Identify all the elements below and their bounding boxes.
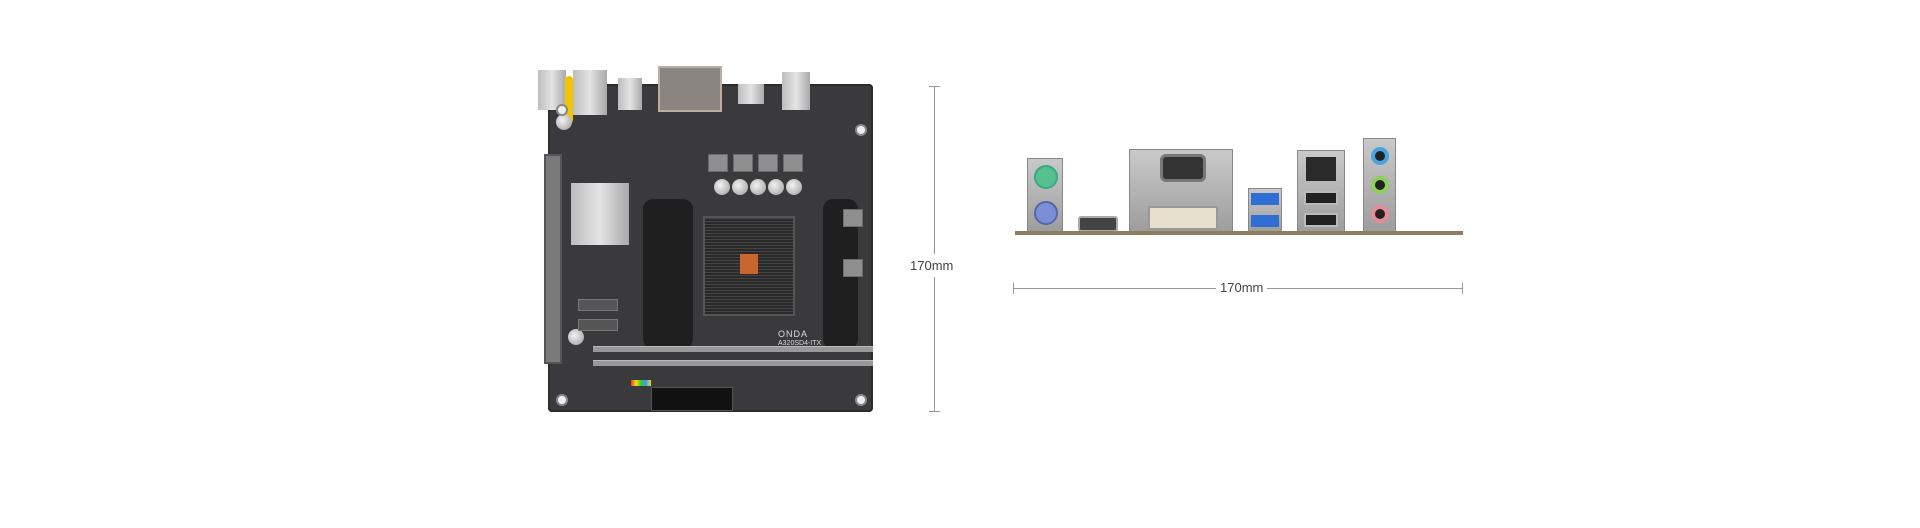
hdmi-port [1078,216,1118,232]
io-board-edge [1015,231,1463,235]
chipset-heatsink [571,183,629,245]
capacitor [786,179,802,195]
ps2-mouse-port [1034,165,1058,189]
audio-line-in-jack [1371,147,1389,165]
front-panel-header [631,380,651,386]
ruler-tick [1462,283,1463,294]
capacitor [568,329,584,345]
capacitor [750,179,766,195]
io-usb-lan-port [782,72,810,110]
usb2-port [1304,191,1338,205]
usb2-port [1304,213,1338,227]
io-audio-block [573,70,607,115]
usb3-port [1251,215,1279,227]
audio-block [1363,138,1396,233]
ruler-tick [929,411,940,412]
dimm-slot-2 [593,360,873,366]
choke [843,209,863,227]
battery-holder [565,76,573,124]
m2-slot [578,299,618,311]
dvi-port [1148,206,1218,230]
choke [783,154,803,172]
ps2-keyboard-port [1034,201,1058,225]
usb3-port [1251,193,1279,205]
cpu-bracket-left [643,199,693,349]
height-label: 170mm [908,254,956,277]
width-label: 170mm [1216,280,1268,295]
usb3-block [1248,188,1282,233]
audio-mic-jack [1371,205,1389,223]
ruler-tick [929,86,940,87]
mounting-hole [855,394,867,406]
vga-dvi-block [1129,149,1233,233]
motherboard-image: ONDA A320SD4-ITX [538,66,873,412]
choke [708,154,728,172]
io-hdmi-port [738,84,764,104]
io-usb-port [618,78,642,110]
choke [758,154,778,172]
lan-port [1306,157,1336,181]
board-model-label: A320SD4-ITX [778,340,822,347]
capacitor [768,179,784,195]
mounting-hole [556,394,568,406]
mounting-hole [556,104,568,116]
io-vga-port [658,66,722,112]
capacitor [732,179,748,195]
capacitor [714,179,730,195]
vga-port [1160,154,1206,182]
dimm-slot-1 [593,346,873,352]
cpu-socket-center [740,254,758,274]
mounting-hole [855,124,867,136]
board-brand-logo: ONDA [778,329,809,339]
cpu-socket [703,216,795,316]
capacitor [556,114,572,130]
choke [733,154,753,172]
choke [843,259,863,277]
lan-usb-block [1297,150,1345,233]
height-ruler [934,86,935,412]
ps2-port-block [1027,158,1063,233]
m2-slot [578,319,618,331]
io-ps2-port [538,70,566,110]
audio-line-out-jack [1371,176,1389,194]
pcie-slot [544,154,562,364]
ruler-tick [1013,283,1014,294]
atx-power-connector [651,387,733,411]
